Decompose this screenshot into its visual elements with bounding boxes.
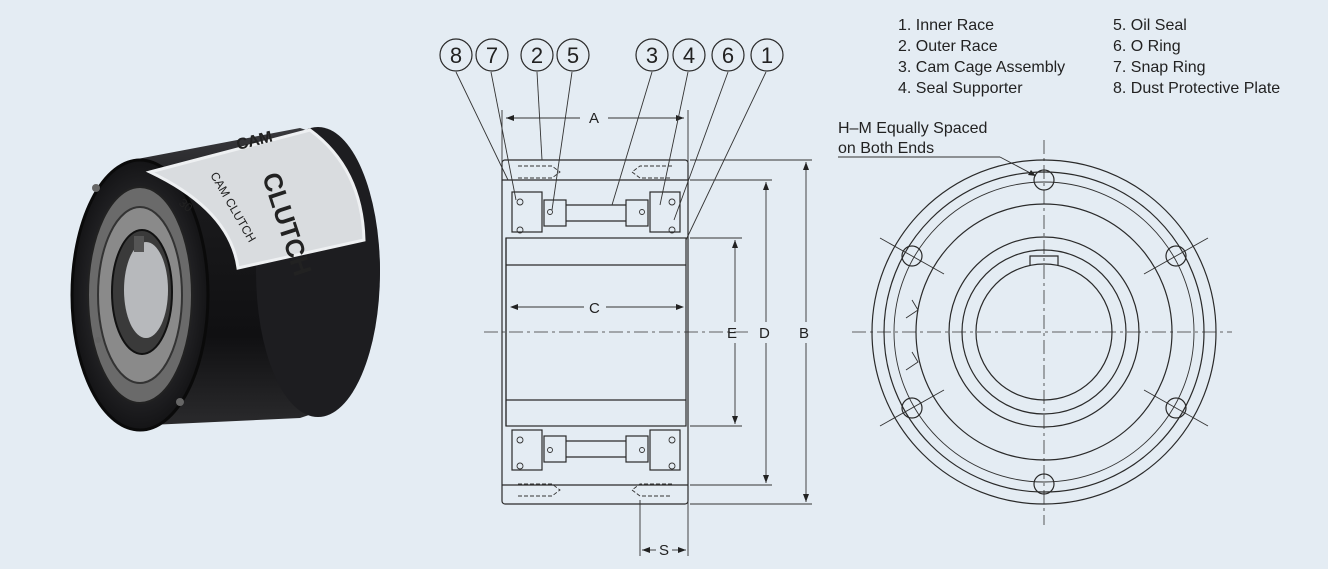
svg-text:5: 5 bbox=[567, 43, 579, 68]
section-view: A C E D B S bbox=[439, 38, 812, 559]
balloon-7: 7 bbox=[475, 38, 509, 72]
part-3: 3. Cam Cage Assembly bbox=[898, 59, 1065, 76]
balloon-8: 8 bbox=[439, 38, 473, 72]
dim-A: A bbox=[589, 110, 599, 127]
label-plate bbox=[145, 128, 366, 270]
svg-text:2: 2 bbox=[531, 43, 543, 68]
part-5: 5. Oil Seal bbox=[1113, 17, 1187, 34]
svg-text:6: 6 bbox=[722, 43, 734, 68]
part-7: 7. Snap Ring bbox=[1113, 59, 1206, 76]
balloon-4: 4 bbox=[672, 38, 706, 72]
svg-text:3: 3 bbox=[646, 43, 658, 68]
svg-text:1: 1 bbox=[761, 43, 773, 68]
dim-B: B bbox=[799, 325, 809, 342]
balloon-6: 6 bbox=[711, 38, 745, 72]
part-2: 2. Outer Race bbox=[898, 38, 998, 55]
part-1: 1. Inner Race bbox=[898, 17, 994, 34]
dim-E: E bbox=[727, 325, 737, 342]
balloon-1: 1 bbox=[750, 38, 784, 72]
balloon-2: 2 bbox=[520, 38, 554, 72]
balloon-3: 3 bbox=[635, 38, 669, 72]
holes-note-line1: H–M Equally Spaced bbox=[838, 120, 987, 137]
dim-C: C bbox=[589, 300, 600, 317]
part-6: 6. O Ring bbox=[1113, 38, 1181, 55]
svg-text:8: 8 bbox=[450, 43, 462, 68]
parts-list: 1. Inner Race 2. Outer Race 3. Cam Cage … bbox=[898, 17, 1280, 97]
product-photo: CAM CLUTCH CAM CLUTCH 30 bbox=[70, 127, 381, 432]
part-4: 4. Seal Supporter bbox=[898, 80, 1023, 97]
holes-note-line2: on Both Ends bbox=[838, 140, 934, 157]
balloon-5: 5 bbox=[556, 38, 590, 72]
svg-text:4: 4 bbox=[683, 43, 695, 68]
dim-D: D bbox=[759, 325, 770, 342]
end-view: H–M Equally Spaced on Both Ends bbox=[838, 120, 1232, 525]
svg-text:7: 7 bbox=[486, 43, 498, 68]
part-8: 8. Dust Protective Plate bbox=[1113, 80, 1280, 97]
dim-S: S bbox=[659, 542, 669, 559]
